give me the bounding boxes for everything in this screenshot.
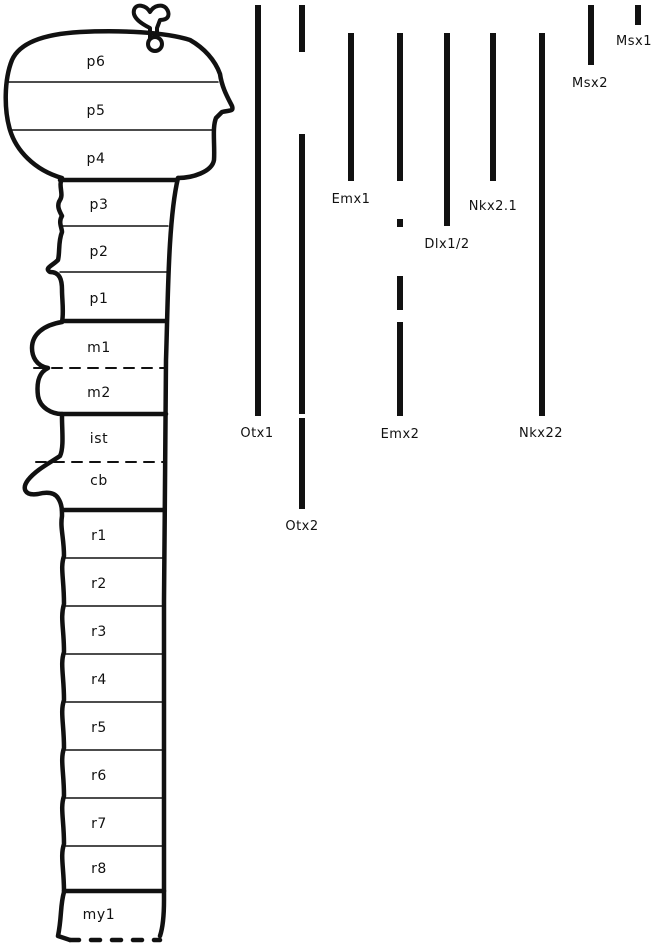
segment-label-r3: r3: [91, 624, 107, 640]
segment-label-r7: r7: [91, 816, 107, 832]
segment-label-p6: p6: [87, 54, 106, 70]
segment-label-p4: p4: [87, 151, 106, 167]
gene-label-nkx21: Nkx2.1: [469, 199, 518, 214]
otx2-bar-segment-3: [299, 418, 305, 509]
msx1-bar: [635, 5, 641, 25]
nkx21-bar: [490, 33, 496, 181]
gene-label-msx2: Msx2: [572, 76, 608, 91]
segment-label-p1: p1: [90, 291, 109, 307]
gene-label-otx1: Otx1: [240, 426, 273, 441]
segment-label-r1: r1: [91, 528, 107, 544]
segment-label-m2: m2: [87, 385, 111, 401]
epiphysis-bulb: [148, 37, 162, 51]
emx2-bar-segment-3: [397, 276, 403, 310]
emx2-bar-segment-2: [397, 219, 403, 227]
segment-label-m1: m1: [87, 340, 111, 356]
dlx12-bar: [444, 33, 450, 226]
gene-label-dlx12: Dlx1/2: [424, 237, 469, 252]
msx2-bar: [588, 5, 594, 65]
segment-label-r8: r8: [91, 861, 107, 877]
segment-label-cb: cb: [90, 473, 108, 489]
segment-label-r2: r2: [91, 576, 107, 592]
emx2-bar-segment-4: [397, 322, 403, 416]
segment-label-p3: p3: [90, 197, 109, 213]
segment-label-r6: r6: [91, 768, 107, 784]
otx2-bar-segment-1: [299, 5, 305, 52]
otx1-bar: [255, 5, 261, 416]
outline-right-edge: [160, 178, 178, 936]
segment-label-r5: r5: [91, 720, 107, 736]
nkx22-bar: [539, 33, 545, 416]
emx2-bar-segment-1: [397, 33, 403, 181]
otx2-bar-segment-2: [299, 134, 305, 414]
segment-boundaries: [6, 82, 218, 891]
gene-label-msx1: Msx1: [616, 34, 652, 49]
segment-label-p2: p2: [90, 244, 109, 260]
segment-label-r4: r4: [91, 672, 107, 688]
segment-label-my1: my1: [83, 907, 116, 923]
gene-label-emx2: Emx2: [381, 427, 420, 442]
gene-label-otx2: Otx2: [285, 519, 318, 534]
emx1-bar: [348, 33, 354, 181]
segment-label-p5: p5: [87, 103, 106, 119]
segment-labels: p6 p5 p4 p3 p2 p1 m1 m2 ist cb r1 r2 r3 …: [83, 54, 116, 923]
gene-label-emx1: Emx1: [332, 192, 371, 207]
segment-label-ist: ist: [90, 431, 108, 447]
neural-tube-outline: [6, 31, 233, 940]
gene-label-nkx22: Nkx22: [519, 426, 563, 441]
